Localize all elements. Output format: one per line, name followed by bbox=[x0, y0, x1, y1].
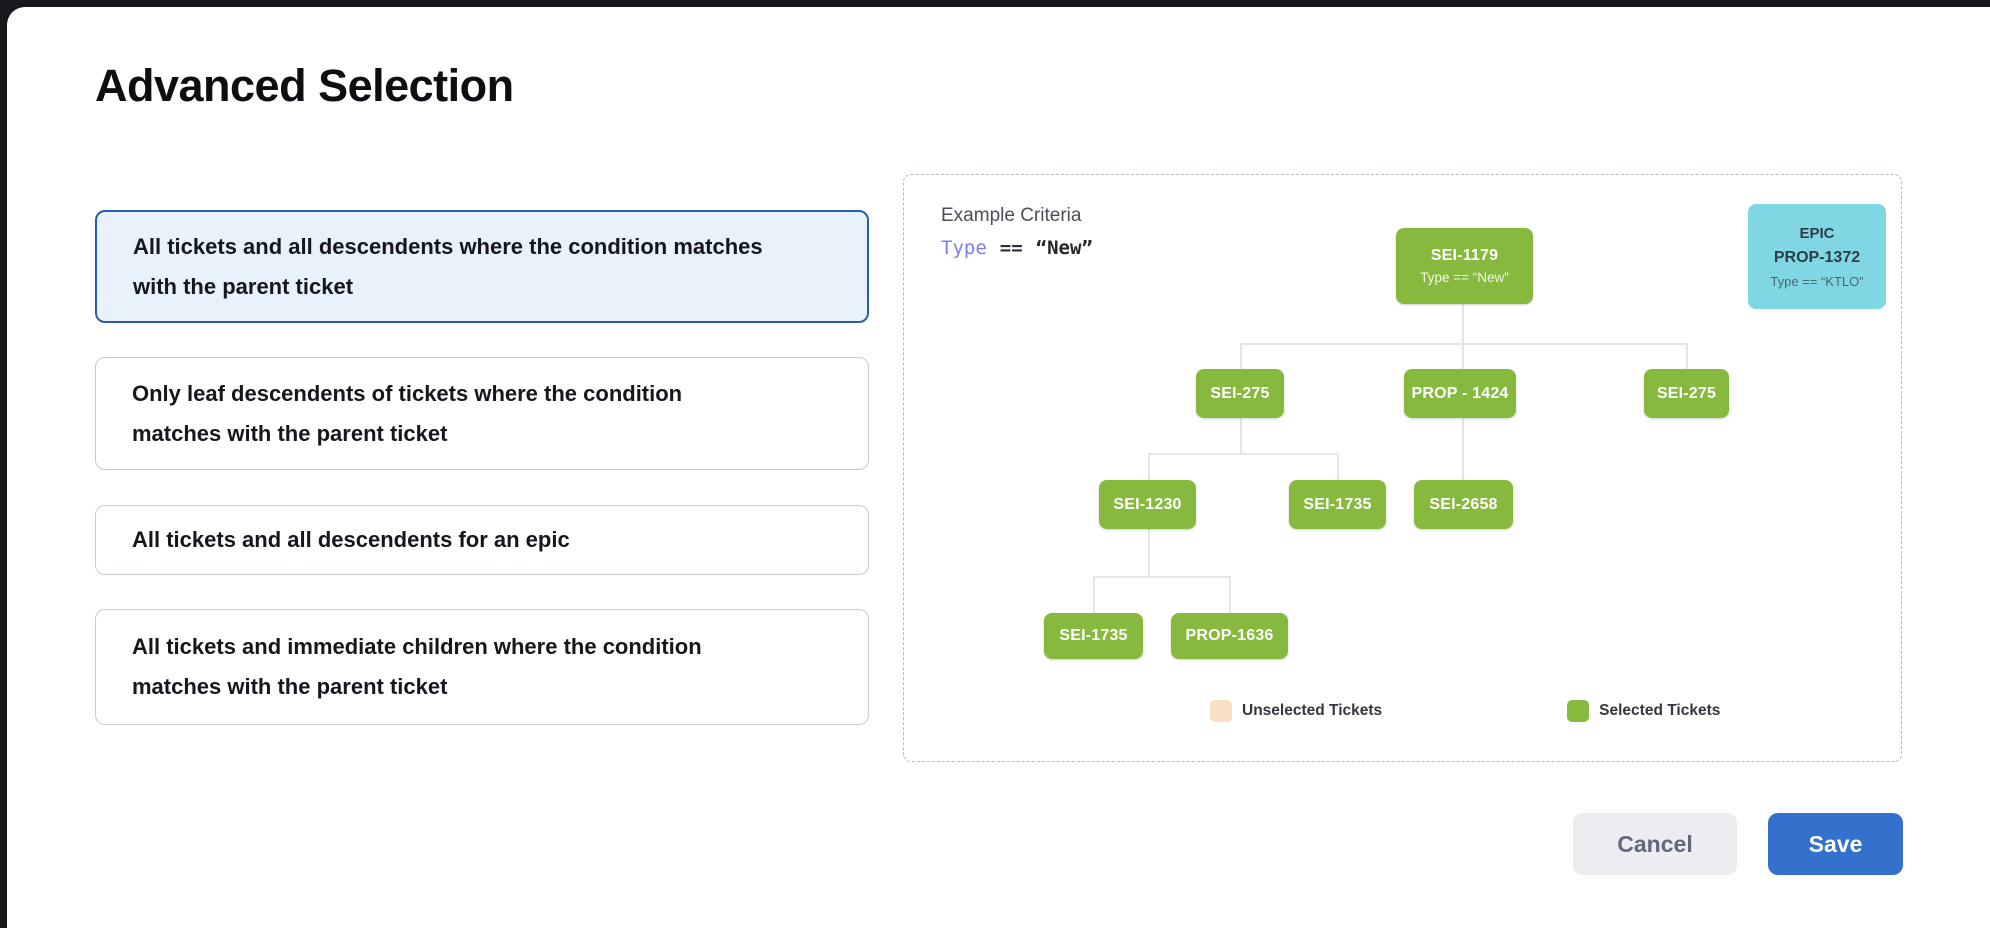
ticket-id: SEI-1735 bbox=[1303, 495, 1372, 513]
tree-connector bbox=[1686, 343, 1688, 369]
tree-connector bbox=[1093, 576, 1095, 613]
epic-ticket-id: PROP-1372 bbox=[1773, 248, 1861, 266]
epic-condition: Type == “KTLO” bbox=[1770, 273, 1864, 289]
ticket-id: SEI-1230 bbox=[1113, 495, 1182, 513]
tree-connector bbox=[1093, 576, 1229, 578]
tree-node: SEI-2658 bbox=[1414, 480, 1513, 529]
example-preview-panel: Example Criteria Type == “New” EPIC PROP… bbox=[903, 174, 1902, 762]
ticket-id: SEI-275 bbox=[1210, 384, 1270, 402]
ticket-id: PROP-1636 bbox=[1185, 627, 1274, 644]
tree-connector bbox=[1229, 576, 1231, 613]
cancel-button[interactable]: Cancel bbox=[1573, 813, 1737, 875]
option-label: All tickets and all descendents for an e… bbox=[132, 527, 570, 552]
selected-tickets-swatch bbox=[1567, 700, 1590, 722]
tree-connector bbox=[1462, 418, 1464, 480]
ticket-id: SEI-1735 bbox=[1059, 627, 1128, 644]
option-all-descendents-condition[interactable]: All tickets and all descendents where th… bbox=[95, 210, 869, 323]
tree-connector bbox=[1240, 343, 1686, 345]
criteria-value: “New” bbox=[1035, 237, 1093, 259]
tree-node: SEI-1735 bbox=[1044, 613, 1143, 659]
option-immediate-children-condition[interactable]: All tickets and immediate children where… bbox=[95, 609, 869, 725]
tree-connector bbox=[1240, 418, 1242, 453]
criteria-operator: == bbox=[999, 237, 1023, 259]
tree-connector bbox=[1337, 453, 1339, 480]
tree-node: PROP - 1424 bbox=[1404, 369, 1516, 418]
unselected-tickets-swatch bbox=[1210, 700, 1232, 722]
option-all-descendents-epic[interactable]: All tickets and all descendents for an e… bbox=[95, 505, 869, 575]
legend: Unselected Tickets Selected Tickets bbox=[1210, 700, 1720, 722]
tree-node-root: SEI-1179 Type == “New” bbox=[1396, 228, 1533, 304]
tree-node: SEI-1230 bbox=[1099, 480, 1196, 529]
ticket-id: SEI-275 bbox=[1656, 384, 1717, 402]
tree-node: SEI-275 bbox=[1644, 369, 1729, 418]
ticket-id: SEI-1179 bbox=[1430, 247, 1499, 264]
criteria-field: Type bbox=[941, 237, 987, 259]
option-label: All tickets and all descendents where th… bbox=[133, 233, 763, 299]
option-label: Only leaf descendents of tickets where t… bbox=[132, 380, 683, 446]
tree-connector bbox=[1462, 304, 1464, 369]
option-label: All tickets and immediate children where… bbox=[132, 634, 702, 699]
ticket-id: PROP - 1424 bbox=[1411, 384, 1509, 402]
page-title: Advanced Selection bbox=[95, 60, 514, 111]
tree-connector bbox=[1148, 529, 1150, 576]
epic-type-label: EPIC bbox=[1799, 224, 1835, 242]
tree-connector bbox=[1240, 343, 1242, 369]
example-criteria-label: Example Criteria bbox=[941, 205, 1082, 226]
criteria-code: Type == “New” bbox=[941, 237, 1093, 259]
tree-connector bbox=[1148, 453, 1150, 480]
tree-node: SEI-275 bbox=[1196, 369, 1284, 418]
unselected-tickets-label: Unselected Tickets bbox=[1242, 702, 1383, 719]
tree-node: PROP-1636 bbox=[1171, 613, 1288, 659]
ticket-condition: Type == “New” bbox=[1420, 270, 1509, 285]
tree-connector bbox=[1148, 453, 1337, 455]
selected-tickets-label: Selected Tickets bbox=[1599, 702, 1721, 719]
save-button[interactable]: Save bbox=[1768, 813, 1903, 875]
option-leaf-descendents-condition[interactable]: Only leaf descendents of tickets where t… bbox=[95, 357, 869, 470]
ticket-id: SEI-2658 bbox=[1429, 495, 1498, 513]
tree-node: SEI-1735 bbox=[1289, 480, 1386, 529]
epic-card: EPIC PROP-1372 Type == “KTLO” bbox=[1748, 204, 1886, 309]
